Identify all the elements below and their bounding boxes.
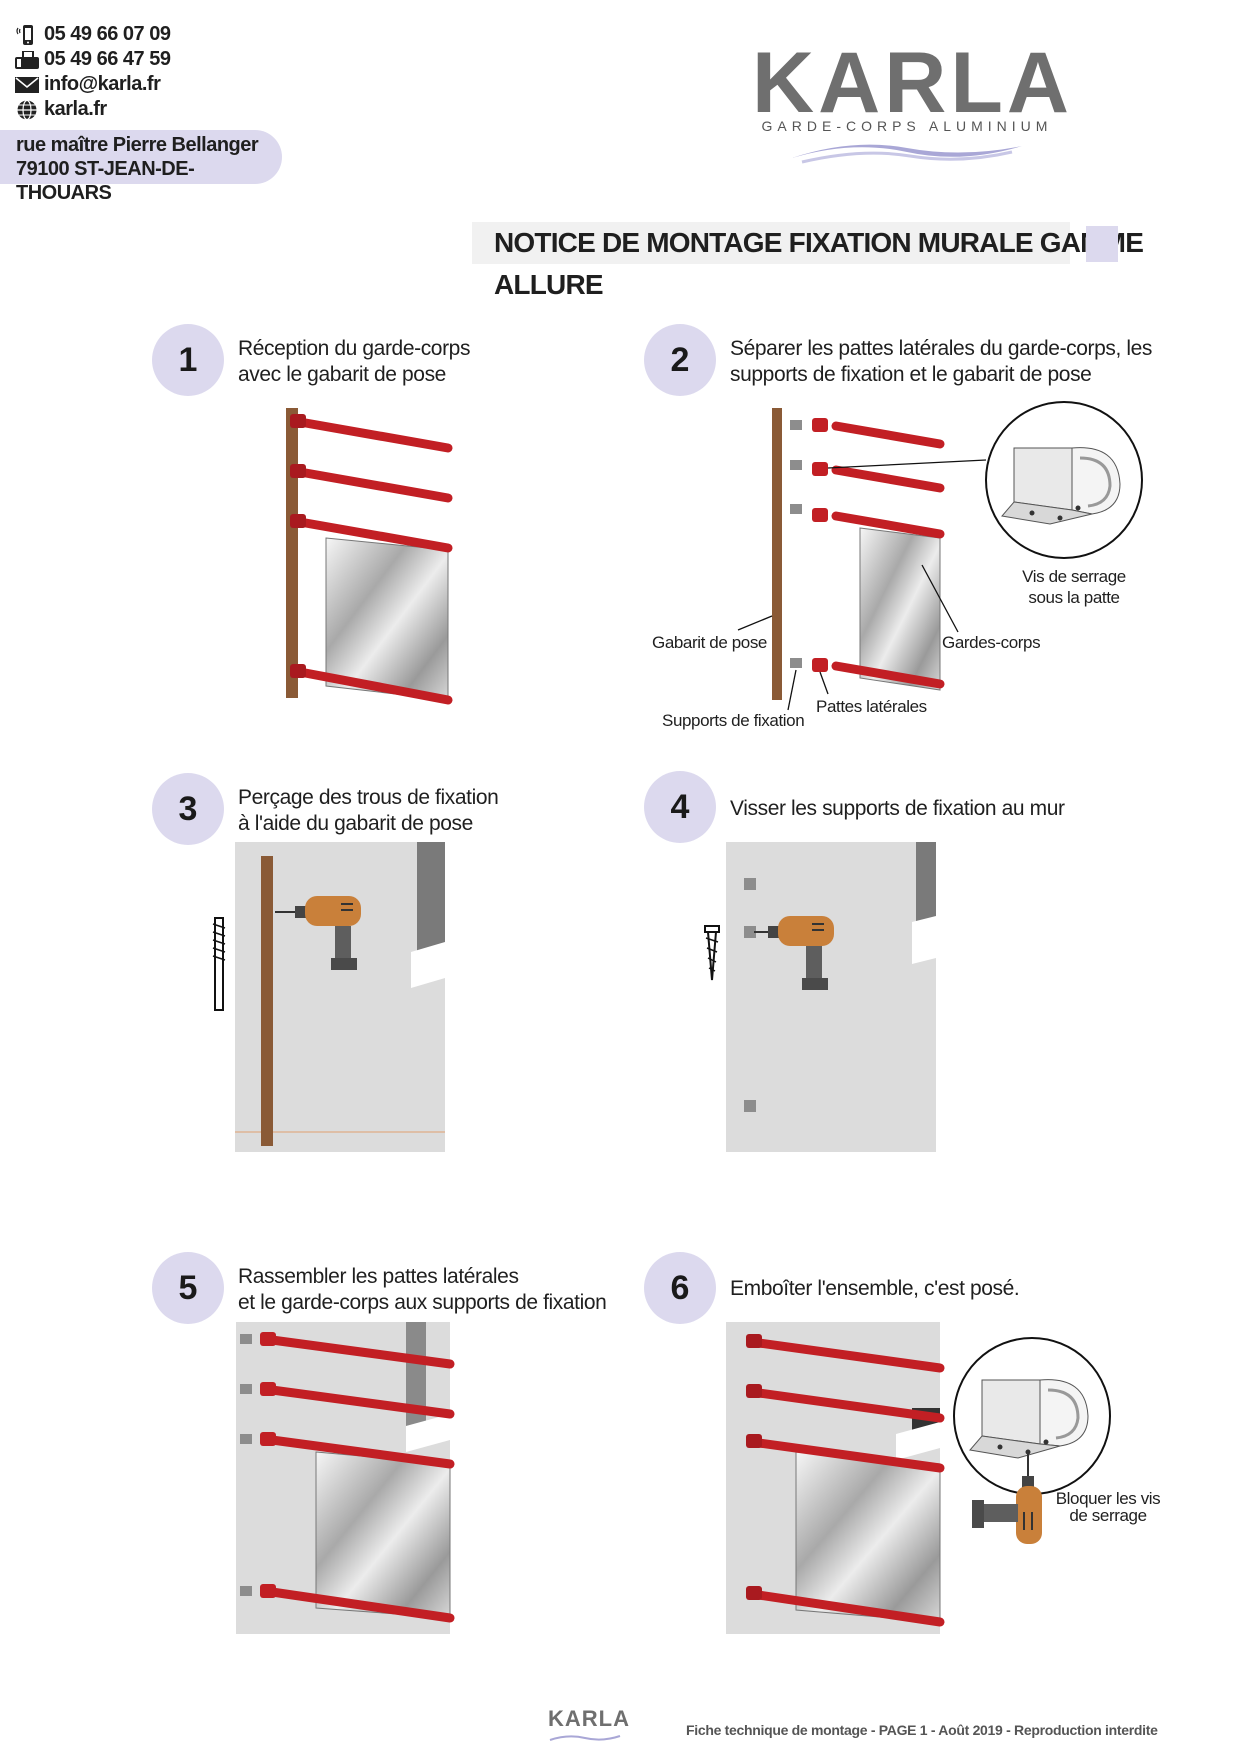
footer-logo-wave-icon xyxy=(549,1735,621,1741)
label-bloquer-2: de serrage xyxy=(1069,1506,1147,1525)
email-row: info@karla.fr xyxy=(14,72,170,97)
step-2-number: 2 xyxy=(644,324,716,396)
step-6-illustration xyxy=(726,1322,1111,1634)
logo-name: KARLA xyxy=(752,35,1073,131)
step-2-line2: supports de fixation et le gabarit de po… xyxy=(730,363,1092,386)
step-6-text: Emboîter l'ensemble, c'est posé. xyxy=(730,1276,1020,1302)
step-4-illustration xyxy=(704,842,936,1152)
step-2-illustration xyxy=(737,401,1143,711)
step-6-number: 6 xyxy=(644,1252,716,1324)
fax-row: 05 49 66 47 59 xyxy=(14,47,171,72)
step-1-text: Réception du garde-corps avec le gabarit… xyxy=(238,336,470,388)
step-5-illustration xyxy=(236,1322,455,1634)
step-3-line1: Perçage des trous de fixation xyxy=(238,786,499,809)
step-5-text: Rassembler les pattes latérales et le ga… xyxy=(238,1264,607,1316)
fax-number: 05 49 66 47 59 xyxy=(44,48,171,70)
label-pattes: Pattes latérales xyxy=(816,697,927,716)
step-5-line1: Rassembler les pattes latérales xyxy=(238,1265,519,1288)
label-bloquer: Bloquer les vis de serrage xyxy=(1054,1490,1162,1524)
footer-text: Fiche technique de montage - PAGE 1 - Ao… xyxy=(686,1722,1158,1738)
step-3-line2: à l'aide du gabarit de pose xyxy=(238,812,473,835)
step-1-line2: avec le gabarit de pose xyxy=(238,363,446,386)
envelope-icon xyxy=(15,76,39,93)
label-vis-serrage-1: Vis de serrage xyxy=(1022,567,1126,586)
step-4-line1: Visser les supports de fixation au mur xyxy=(730,797,1065,820)
globe-icon xyxy=(17,99,37,120)
label-gabarit: Gabarit de pose xyxy=(652,633,767,652)
logo-wave-icon xyxy=(792,144,1022,164)
step-3-text: Perçage des trous de fixation à l'aide d… xyxy=(238,785,499,837)
drill-icon xyxy=(275,896,361,970)
footer-logo: KARLA xyxy=(548,1706,630,1748)
step-3-number: 3 xyxy=(152,773,224,845)
step-1-illustration xyxy=(286,408,453,705)
website-row: karla.fr xyxy=(14,97,170,122)
website-link[interactable]: karla.fr xyxy=(44,98,107,120)
address-banner: rue maître Pierre Bellanger 79100 ST-JEA… xyxy=(0,130,282,204)
label-supports: Supports de fixation xyxy=(662,711,805,730)
screw-icon xyxy=(704,925,720,981)
karla-logo: KARLA GARDE-CORPS ALUMINIUM xyxy=(752,35,1073,164)
screwdriver-icon xyxy=(972,1454,1042,1544)
logo-tagline: GARDE-CORPS ALUMINIUM xyxy=(761,118,1053,134)
title-accent xyxy=(1086,226,1118,262)
fax-icon xyxy=(15,50,39,69)
step-4-number: 4 xyxy=(644,771,716,843)
label-vis-serrage: Vis de serrage sous la patte xyxy=(1018,566,1130,608)
step-1-line1: Réception du garde-corps xyxy=(238,337,471,360)
phone-number: 05 49 66 07 09 xyxy=(44,23,171,45)
address-street: rue maître Pierre Bellanger xyxy=(16,134,259,156)
step-2-text: Séparer les pattes latérales du garde-co… xyxy=(730,336,1152,388)
label-bloquer-1: Bloquer les vis xyxy=(1055,1489,1161,1508)
step-1-number: 1 xyxy=(152,324,224,396)
step-5-line2: et le garde-corps aux supports de fixati… xyxy=(238,1291,607,1314)
page-title: NOTICE DE MONTAGE FIXATION MURALE GAMME … xyxy=(494,227,1144,300)
contact-block: 05 49 66 07 09 05 49 66 47 59 info@karla… xyxy=(14,22,171,122)
label-vis-serrage-2: sous la patte xyxy=(1028,588,1120,607)
title-background xyxy=(472,222,1070,264)
step-3-illustration xyxy=(212,842,445,1152)
email-link[interactable]: info@karla.fr xyxy=(44,73,161,95)
step-5-number: 5 xyxy=(152,1252,224,1324)
label-gardes-corps: Gardes-corps xyxy=(942,633,1041,652)
phone-row: 05 49 66 07 09 xyxy=(14,22,171,47)
step-6-line1: Emboîter l'ensemble, c'est posé. xyxy=(730,1277,1020,1300)
step-2-line1: Séparer les pattes latérales du garde-co… xyxy=(730,337,1153,360)
address-city: 79100 ST-JEAN-DE-THOUARS xyxy=(16,158,195,204)
footer-logo-name: KARLA xyxy=(548,1706,630,1731)
mobile-phone-icon xyxy=(16,24,33,45)
drill-icon xyxy=(754,916,834,990)
step-4-text: Visser les supports de fixation au mur xyxy=(730,796,1065,822)
